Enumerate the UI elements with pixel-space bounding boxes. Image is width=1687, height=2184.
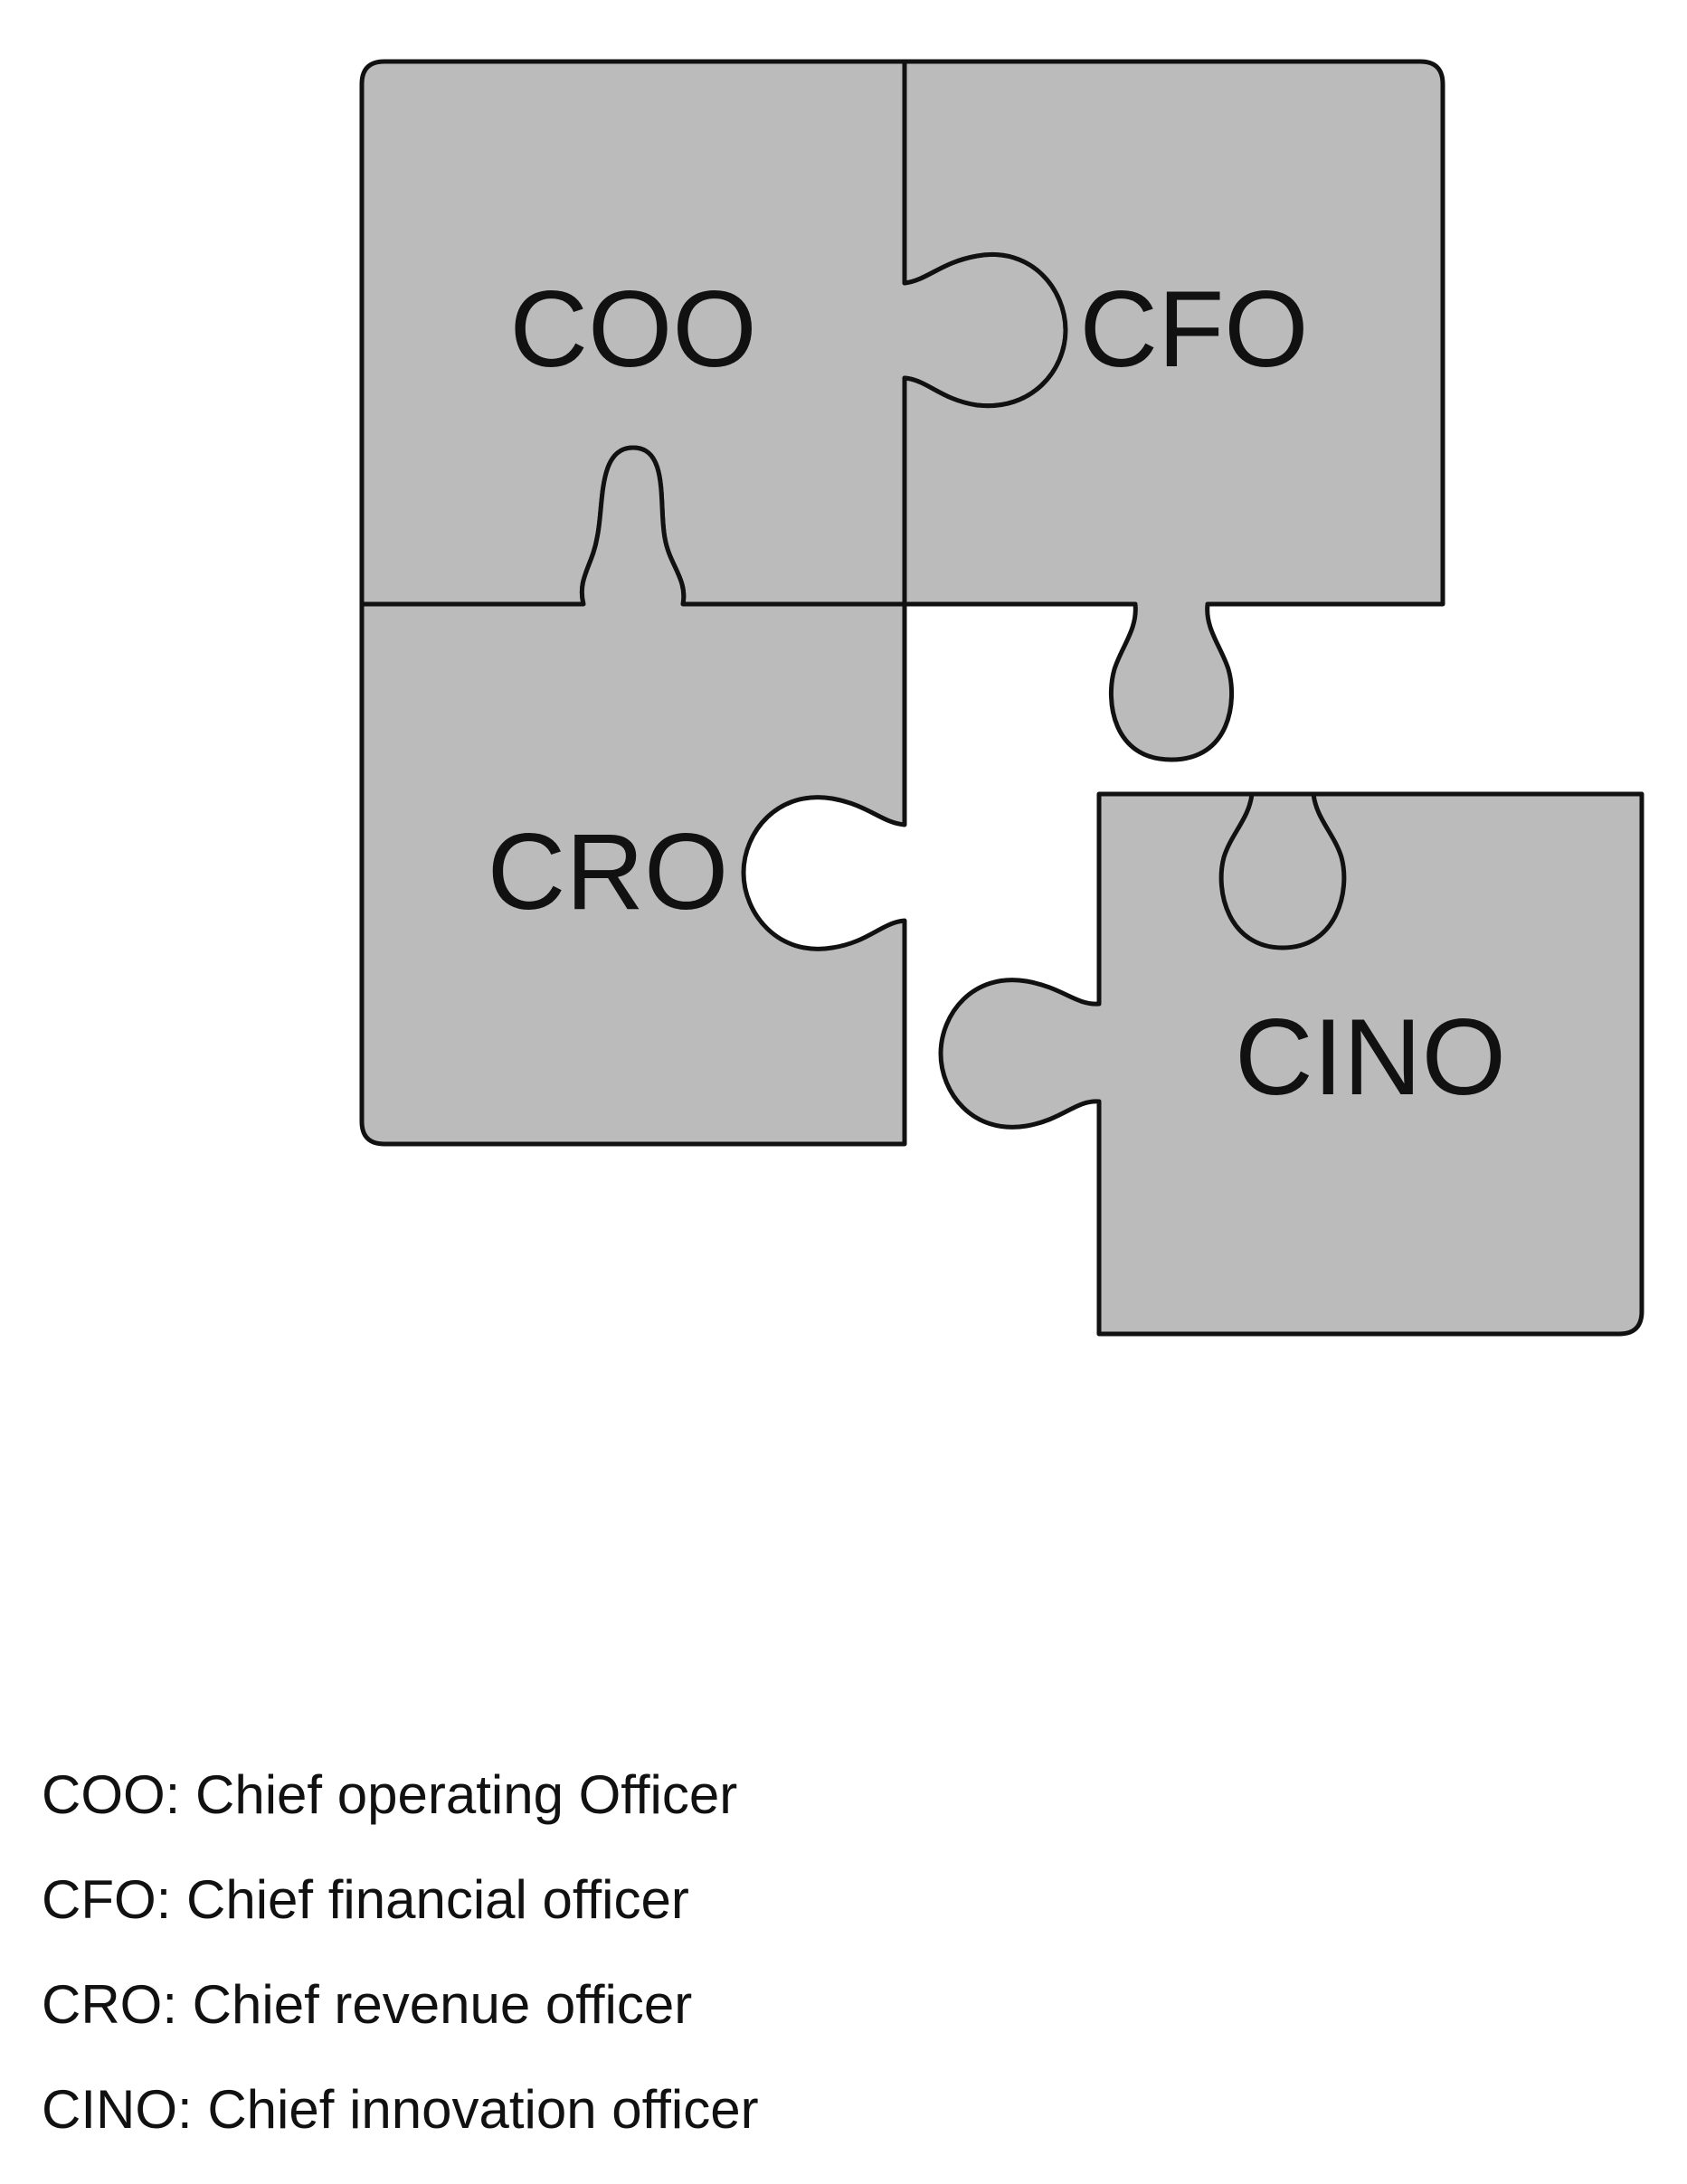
piece-label-cino: CINO (1235, 997, 1506, 1118)
puzzle-piece-cro-shape (359, 445, 907, 1147)
puzzle-piece-cfo-shape (902, 59, 1445, 762)
puzzle-diagram: COO CFO CRO CINO (359, 59, 1644, 1337)
puzzle-piece-coo: COO (359, 59, 1068, 607)
legend-item-coo: COO: Chief operating Officer (42, 1764, 738, 1825)
piece-label-coo: COO (509, 269, 756, 390)
puzzle-piece-cro: CRO (359, 445, 907, 1147)
piece-label-cro: CRO (488, 811, 729, 932)
legend-item-cino: CINO: Chief innovation officer (42, 2079, 759, 2140)
puzzle-piece-cino-shape (938, 791, 1644, 1337)
legend-item-cro: CRO: Chief revenue officer (42, 1974, 693, 2035)
puzzle-piece-cino: CINO (938, 791, 1644, 1337)
legend: COO: Chief operating Officer CFO: Chief … (42, 1763, 1398, 2183)
puzzle-piece-cfo: CFO (902, 59, 1445, 762)
piece-label-cfo: CFO (1079, 269, 1308, 390)
legend-item-cfo: CFO: Chief financial officer (42, 1869, 689, 1930)
